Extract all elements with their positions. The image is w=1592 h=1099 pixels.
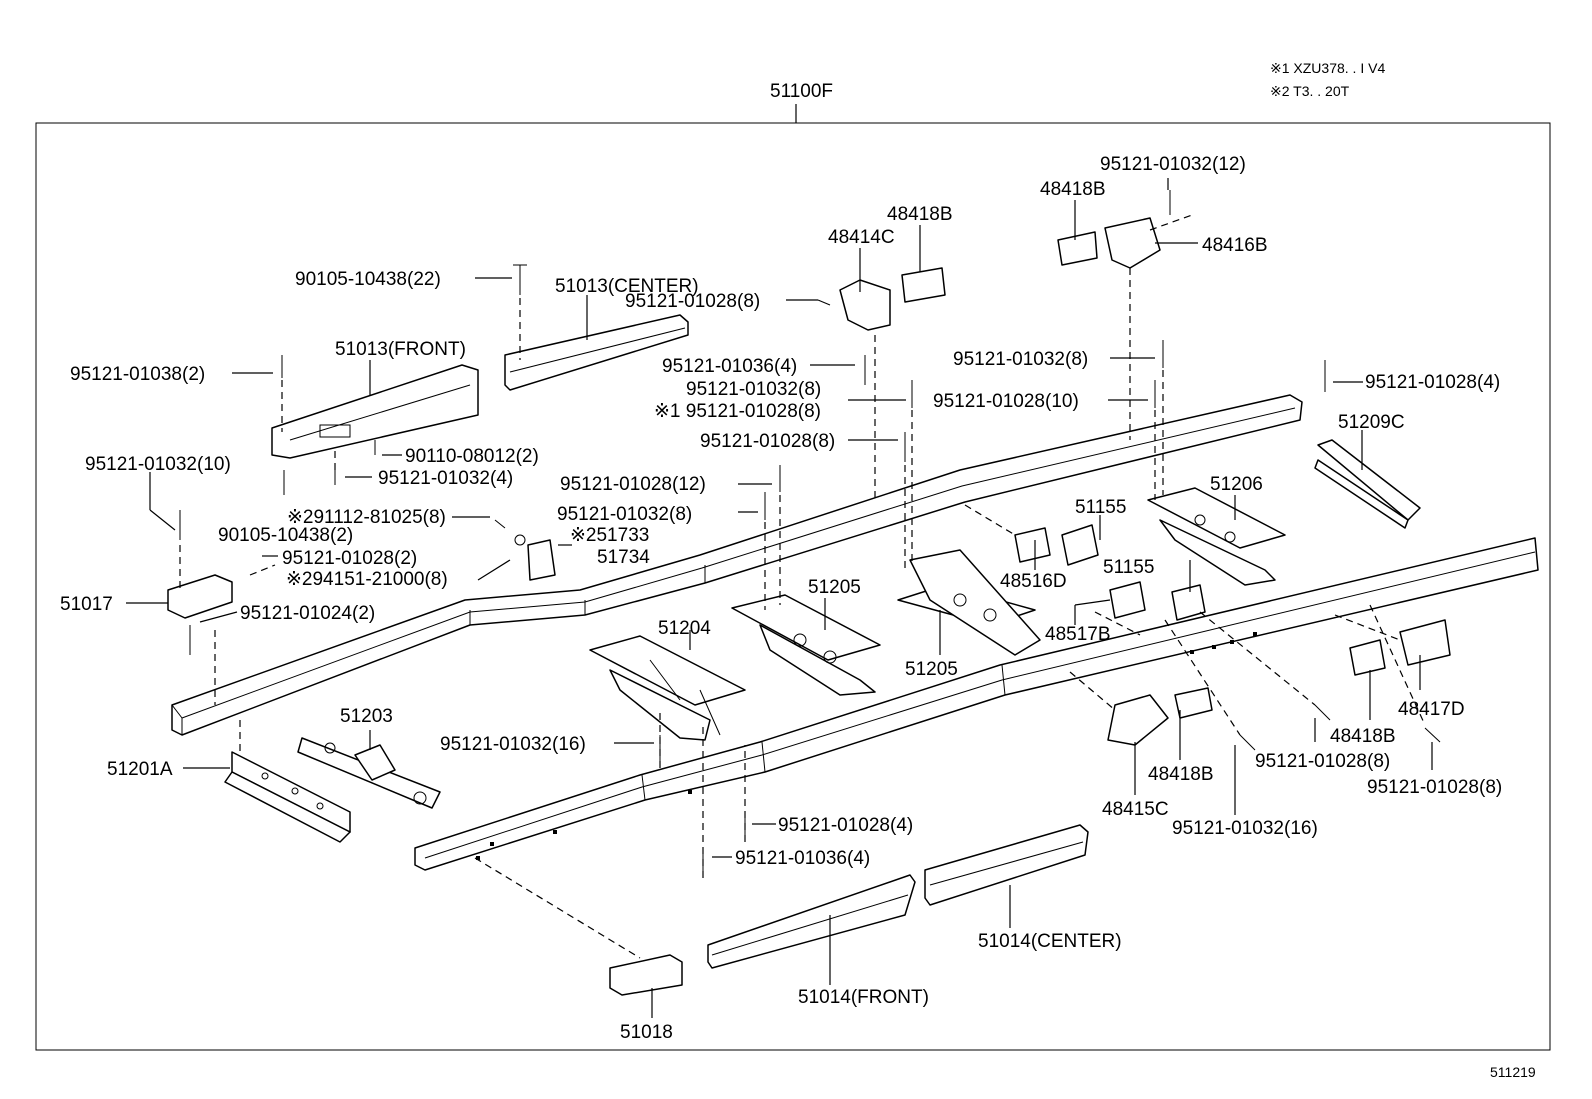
label-95121-01024-2[interactable]: 95121-01024(2) bbox=[240, 603, 375, 624]
label-95121-01032-8-a[interactable]: 95121-01032(8) bbox=[686, 379, 821, 400]
label-95121-01028-2[interactable]: 95121-01028(2) bbox=[282, 548, 417, 569]
label-51013-front[interactable]: 51013(FRONT) bbox=[335, 339, 466, 360]
label-95121-01028-12[interactable]: 95121-01028(12) bbox=[560, 474, 706, 495]
part-48418B-top[interactable] bbox=[901, 267, 946, 303]
part-48418B-mid[interactable] bbox=[1349, 639, 1386, 676]
label-91112-81025-8[interactable]: ※291112-81025(8) bbox=[287, 507, 446, 528]
label-51017[interactable]: 51017 bbox=[60, 594, 113, 615]
label-95121-01032-8-c[interactable]: 95121-01032(8) bbox=[557, 504, 692, 525]
label-51733[interactable]: ※251733 bbox=[570, 525, 649, 546]
part-48418B-top-right[interactable] bbox=[1057, 231, 1098, 266]
part-51155-upper[interactable] bbox=[1061, 524, 1099, 566]
label-95121-01028-8-c[interactable]: 95121-01028(8) bbox=[700, 431, 835, 452]
part-48516D[interactable] bbox=[1014, 527, 1051, 563]
label-95121-01038-2[interactable]: 95121-01038(2) bbox=[70, 364, 205, 385]
part-48517B[interactable] bbox=[1109, 581, 1146, 619]
label-95121-01028-8-d[interactable]: 95121-01028(8) bbox=[1255, 751, 1390, 772]
label-48418B-c[interactable]: 48418B bbox=[1330, 726, 1396, 747]
label-95121-01028-8-a[interactable]: 95121-01028(8) bbox=[625, 291, 760, 312]
note-1: ※1 XZU378. . I V4 bbox=[1270, 60, 1385, 76]
part-51733-51734[interactable] bbox=[514, 534, 556, 581]
label-48517B[interactable]: 48517B bbox=[1045, 624, 1111, 645]
label-51018[interactable]: 51018 bbox=[620, 1022, 673, 1043]
diagram-border bbox=[35, 122, 1551, 1051]
label-95121-01036-4-b[interactable]: 95121-01036(4) bbox=[735, 848, 870, 869]
label-51201A[interactable]: 51201A bbox=[107, 759, 173, 780]
note-2: ※2 T3. . 20T bbox=[1270, 83, 1350, 99]
label-48414C[interactable]: 48414C bbox=[828, 227, 895, 248]
label-51206[interactable]: 51206 bbox=[1210, 474, 1263, 495]
part-48418B-lower[interactable] bbox=[1174, 687, 1213, 719]
label-95121-01032-10[interactable]: 95121-01032(10) bbox=[85, 454, 231, 475]
fasteners bbox=[179, 190, 1441, 875]
part-51205-left[interactable] bbox=[731, 594, 881, 696]
part-51203[interactable] bbox=[297, 737, 441, 809]
label-95121-01028-4-b[interactable]: 95121-01028(4) bbox=[778, 815, 913, 836]
side-rail-left bbox=[171, 394, 1303, 736]
part-48415C[interactable] bbox=[1107, 694, 1169, 746]
label-94151-21000-8[interactable]: ※294151-21000(8) bbox=[286, 569, 448, 590]
label-51205-a[interactable]: 51205 bbox=[808, 577, 861, 598]
label-51204[interactable]: 51204 bbox=[658, 618, 711, 639]
assembly-lines bbox=[179, 213, 1426, 959]
label-48418B-b[interactable]: 48418B bbox=[1040, 179, 1106, 200]
part-51206[interactable] bbox=[1147, 487, 1286, 586]
label-90105-10438-22[interactable]: 90105-10438(22) bbox=[295, 269, 441, 290]
label-48418B-a[interactable]: 48418B bbox=[887, 204, 953, 225]
part-51155-lower[interactable] bbox=[1171, 584, 1206, 621]
label-95121-01032-16-a[interactable]: 95121-01032(16) bbox=[440, 734, 586, 755]
label-51205-b[interactable]: 51205 bbox=[905, 659, 958, 680]
label-51155-a[interactable]: 51155 bbox=[1075, 497, 1126, 518]
label-48417D[interactable]: 48417D bbox=[1398, 699, 1465, 720]
label-51734[interactable]: 51734 bbox=[597, 547, 650, 568]
label-90105-10438-2[interactable]: 90105-10438(2) bbox=[218, 525, 353, 546]
label-51014-center[interactable]: 51014(CENTER) bbox=[978, 931, 1122, 952]
label-48516D[interactable]: 48516D bbox=[1000, 571, 1067, 592]
label-51013-center[interactable]: 51013(CENTER) bbox=[555, 276, 699, 297]
label-48418B-d[interactable]: 48418B bbox=[1148, 764, 1214, 785]
label-95121-01032-4[interactable]: 95121-01032(4) bbox=[378, 468, 513, 489]
label-51100F[interactable]: 51100F bbox=[770, 81, 833, 102]
label-95121-01028-4-a[interactable]: 95121-01028(4) bbox=[1365, 372, 1500, 393]
label-95121-01028-10[interactable]: 95121-01028(10) bbox=[933, 391, 1079, 412]
label-95121-01032-12[interactable]: 95121-01032(12) bbox=[1100, 154, 1246, 175]
label-95121-01032-16-b[interactable]: 95121-01032(16) bbox=[1172, 818, 1318, 839]
part-51209C[interactable] bbox=[1314, 439, 1421, 529]
part-51014-center[interactable] bbox=[924, 824, 1089, 906]
part-48414C[interactable] bbox=[839, 279, 891, 331]
label-48415C[interactable]: 48415C bbox=[1102, 799, 1169, 820]
side-rail-right bbox=[414, 537, 1539, 871]
part-51013-front[interactable] bbox=[271, 364, 479, 459]
part-labels: 51013(CENTER) 51013(FRONT) 90105-10438(2… bbox=[60, 154, 1502, 1043]
part-51204[interactable] bbox=[589, 635, 746, 741]
part-51018[interactable] bbox=[609, 954, 683, 996]
label-48416B[interactable]: 48416B bbox=[1202, 235, 1268, 256]
label-51155-b[interactable]: 51155 bbox=[1103, 557, 1154, 578]
leader-lines bbox=[126, 178, 1433, 1018]
label-95121-01032-8-b[interactable]: 95121-01032(8) bbox=[953, 349, 1088, 370]
label-51209C[interactable]: 51209C bbox=[1338, 412, 1405, 433]
part-51201A[interactable] bbox=[224, 751, 351, 843]
label-51014-front[interactable]: 51014(FRONT) bbox=[798, 987, 929, 1008]
part-51205-right[interactable] bbox=[897, 549, 1041, 656]
label-95121-01028-8-b[interactable]: ※1 95121-01028(8) bbox=[654, 401, 821, 422]
label-51203[interactable]: 51203 bbox=[340, 706, 393, 727]
part-48416B[interactable] bbox=[1104, 217, 1161, 269]
part-51014-front[interactable] bbox=[707, 874, 916, 969]
part-48417D[interactable] bbox=[1399, 619, 1451, 666]
diagram-code: 511219 bbox=[1490, 1064, 1536, 1080]
part-51013-center[interactable] bbox=[504, 314, 689, 391]
label-90110-08012-2[interactable]: 90110-08012(2) bbox=[405, 446, 539, 467]
label-95121-01028-8-e[interactable]: 95121-01028(8) bbox=[1367, 777, 1502, 798]
label-95121-01036-4-a[interactable]: 95121-01036(4) bbox=[662, 356, 797, 377]
part-51017[interactable] bbox=[167, 574, 233, 619]
